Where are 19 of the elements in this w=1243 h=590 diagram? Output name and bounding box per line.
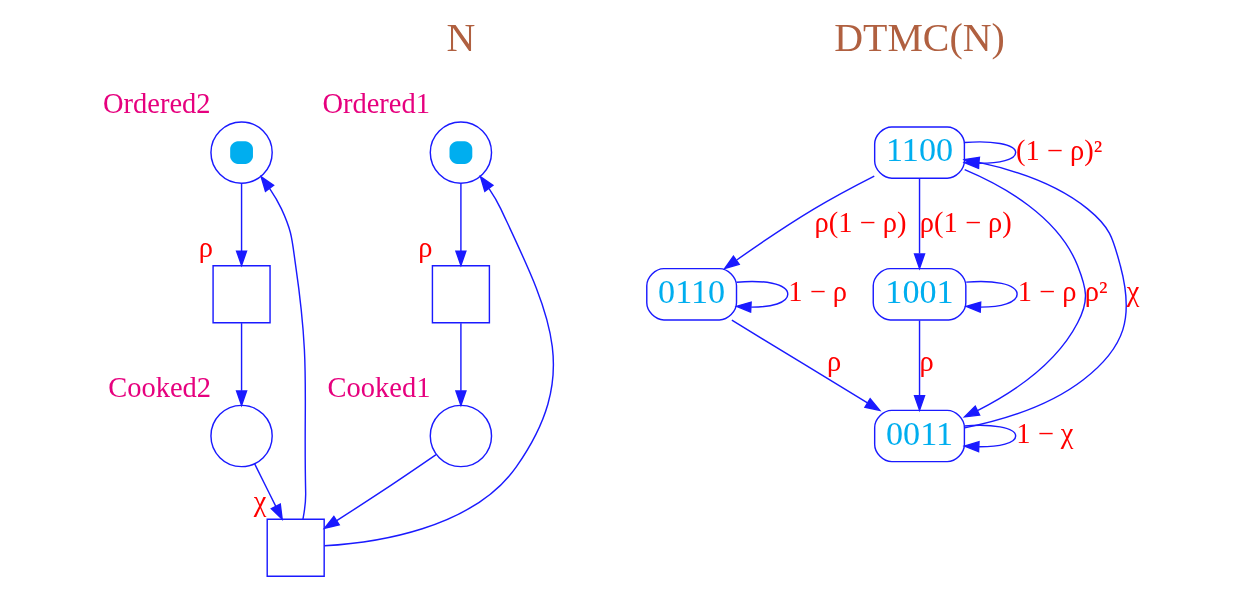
node-label: χ	[253, 485, 267, 517]
node-label: Ordered2	[103, 88, 211, 120]
edge-label: χ	[1126, 276, 1140, 308]
edge-label: 1 − ρ	[788, 276, 848, 308]
node-label: ρ	[198, 232, 214, 264]
edge-label: ρ(1 − ρ)	[814, 206, 907, 238]
edge-label: ρ²	[1084, 276, 1108, 308]
node-label: Cooked1	[327, 371, 431, 403]
label: N	[446, 15, 476, 61]
edge-label: ρ	[826, 346, 842, 378]
node-label: Cooked2	[108, 371, 212, 403]
label: DTMC(N)	[834, 15, 1005, 61]
node-label: ρ	[418, 232, 433, 264]
edge-label: 1 − χ	[1016, 418, 1074, 450]
node-label: Ordered1	[322, 88, 430, 120]
edge-label: (1 − ρ)²	[1016, 134, 1103, 166]
edge-label: 1 − ρ	[1017, 276, 1077, 308]
edge-label: ρ(1 − ρ)	[919, 206, 1012, 238]
edge-label: ρ	[919, 346, 934, 378]
